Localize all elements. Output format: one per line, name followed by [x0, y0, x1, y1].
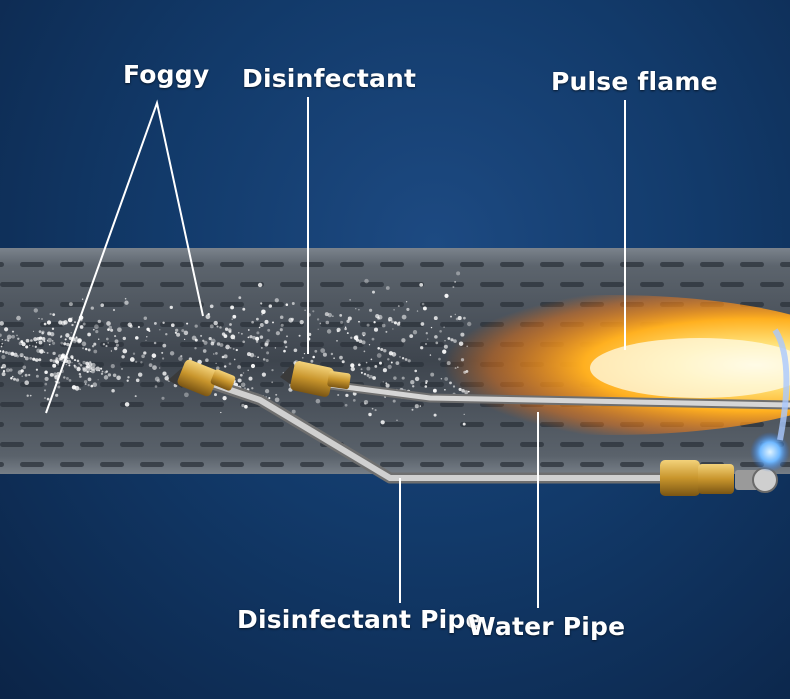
- label-pulse-flame: Pulse flame: [551, 67, 718, 96]
- label-disinfectant-pipe: Disinfectant Pipe: [237, 605, 483, 634]
- label-disinfectant: Disinfectant: [242, 64, 416, 93]
- label-water-pipe: Water Pipe: [468, 612, 625, 641]
- label-foggy: Foggy: [123, 60, 209, 89]
